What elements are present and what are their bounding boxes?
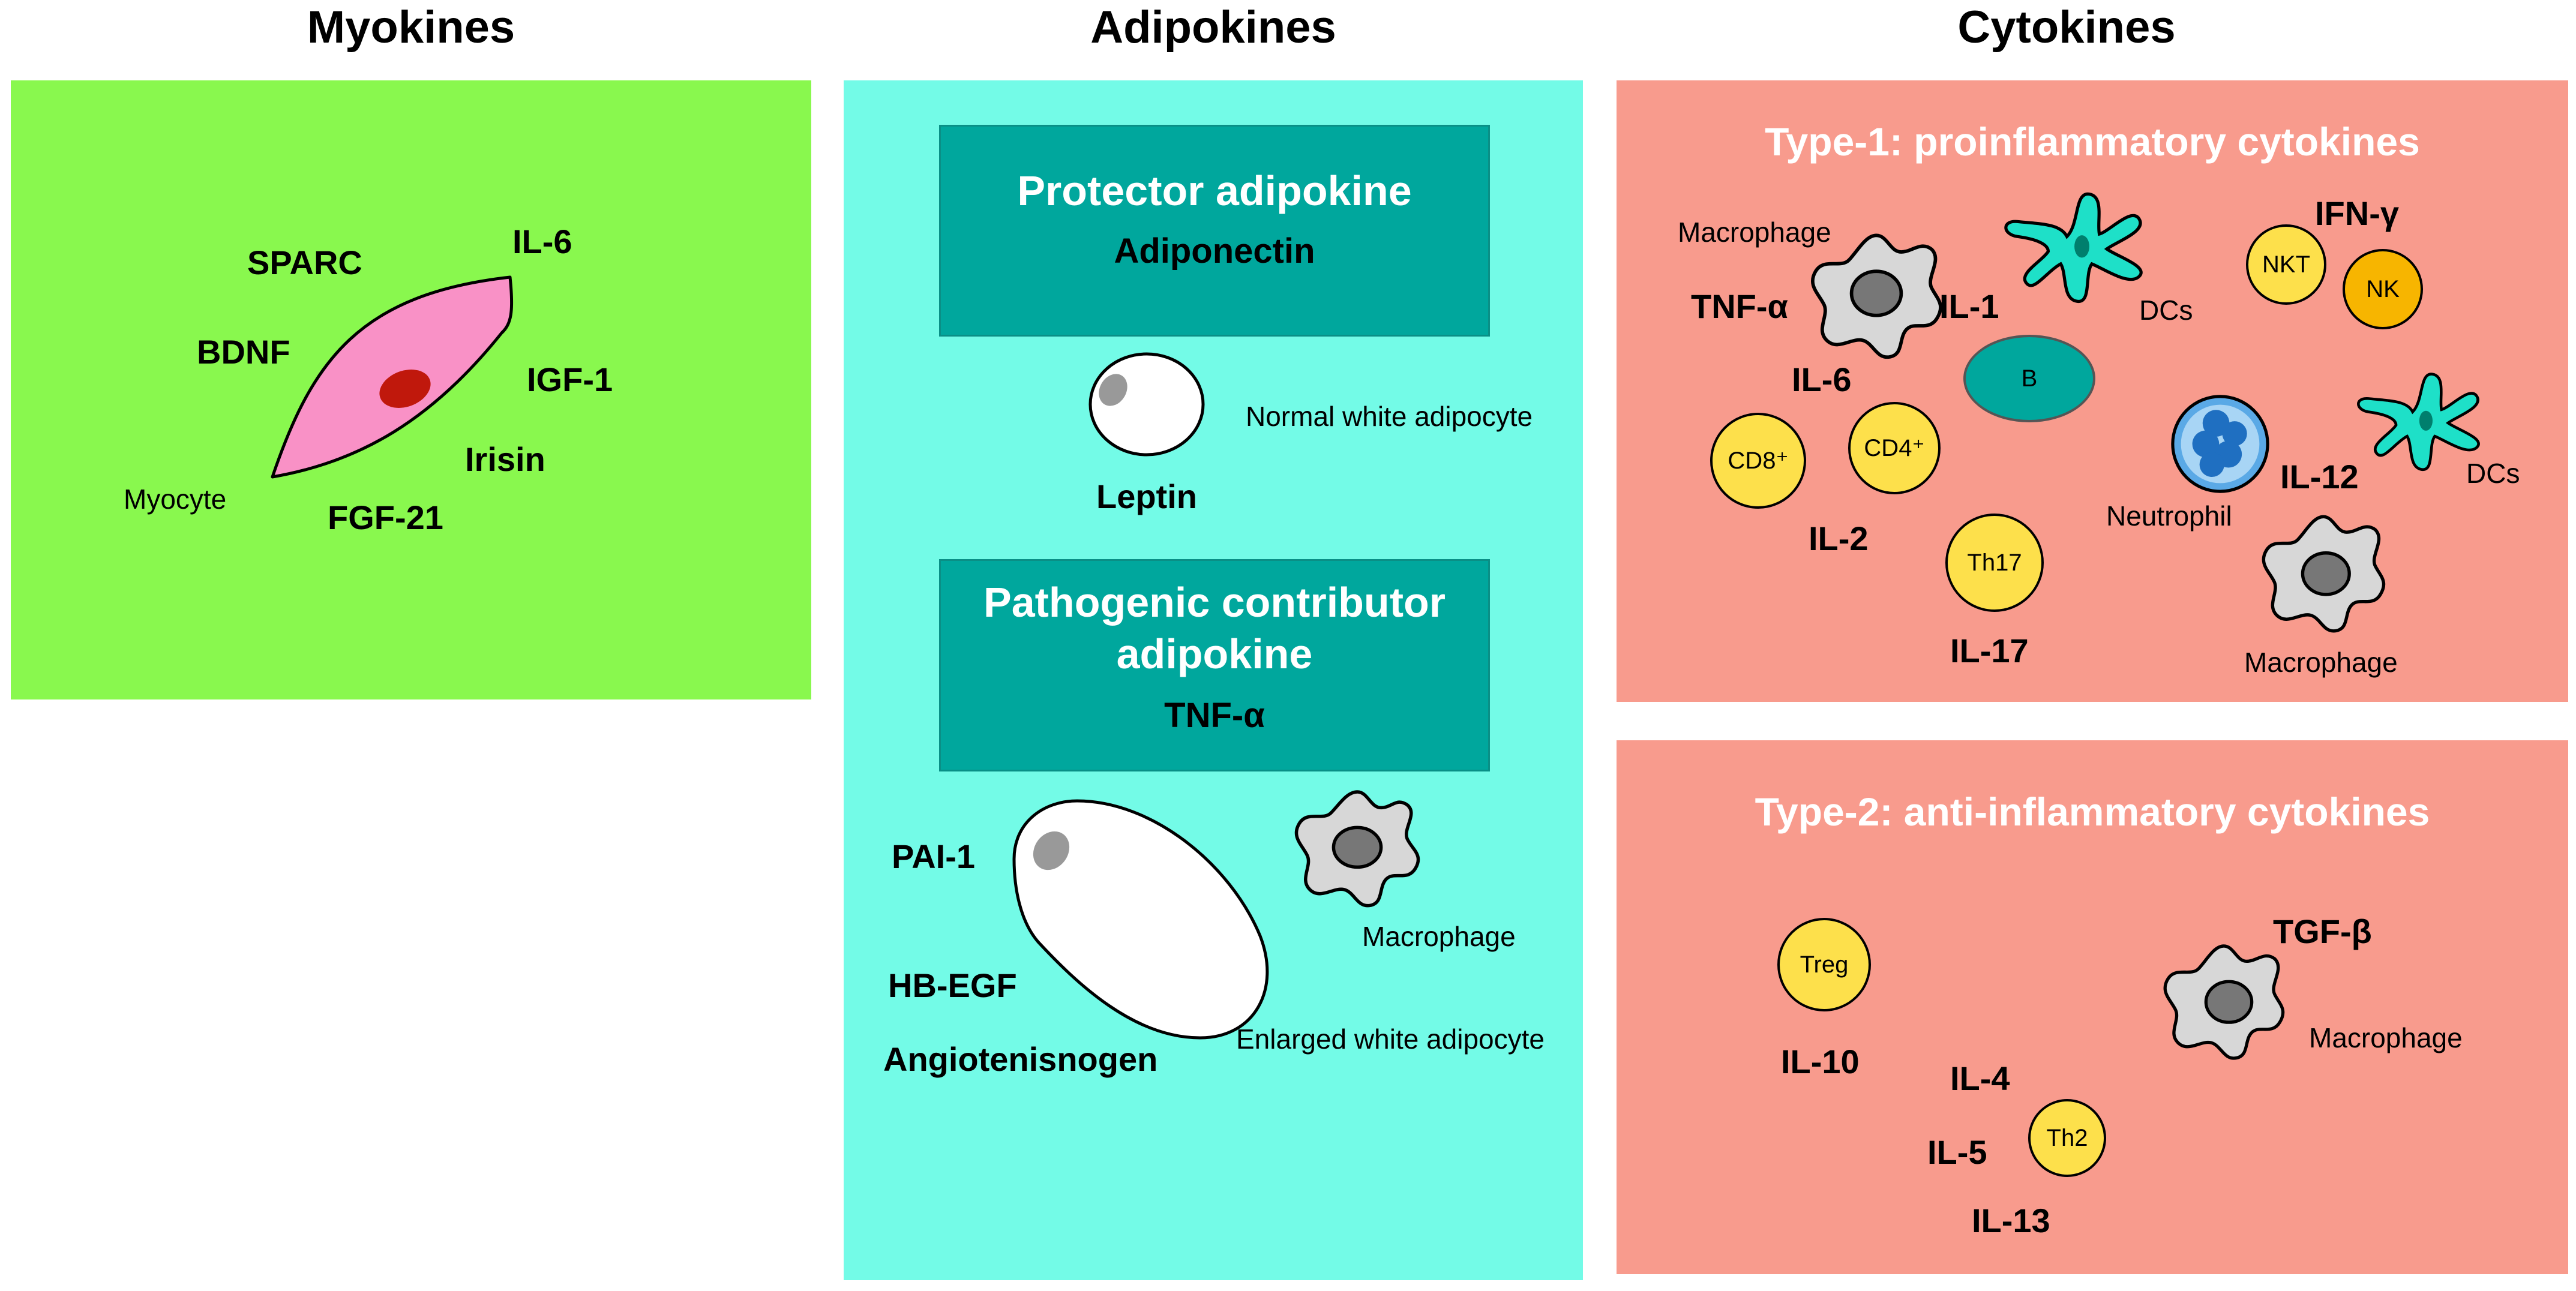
- type2-macrophage-label: Macrophage: [2309, 1022, 2463, 1053]
- b-cell: B: [1963, 335, 2095, 422]
- ifng: IFN-γ: [2315, 194, 2399, 232]
- dc-bottom-icon: [2357, 373, 2480, 471]
- dcs-1-label: DCs: [2139, 295, 2193, 326]
- myokine-il6: IL-6: [512, 223, 572, 260]
- leptin: Leptin: [1096, 478, 1197, 515]
- hbegf: HB-EGF: [888, 966, 1017, 1004]
- enlarged-adipocyte-label: Enlarged white adipocyte: [1236, 1023, 1545, 1055]
- cd4-cell: CD4⁺: [1848, 402, 1941, 494]
- myokine-sparc: SPARC: [247, 244, 362, 281]
- macrophage-top-icon: [1811, 233, 1942, 359]
- heading-myokines: Myokines: [307, 2, 515, 53]
- tgfb: TGF-β: [2273, 912, 2372, 950]
- dcs-2-label: DCs: [2466, 458, 2520, 489]
- protector-adipokine-box: Protector adipokine Adiponectin: [939, 125, 1490, 337]
- neutrophil-icon: [2171, 395, 2269, 493]
- dc-top-icon: [2004, 193, 2143, 303]
- macrophage-icon: [1294, 790, 1420, 908]
- macrophage-bottom-label: Macrophage: [2244, 647, 2398, 678]
- pai1: PAI-1: [892, 837, 975, 875]
- type1-title: Type-1: proinflammatory cytokines: [1765, 119, 2420, 164]
- type2-il5: IL-5: [1927, 1133, 1987, 1171]
- adipose-macrophage-label: Macrophage: [1362, 921, 1516, 952]
- nk-cell: NK: [2343, 249, 2423, 329]
- myokine-fgf21: FGF-21: [328, 499, 443, 536]
- heading-adipokines: Adipokines: [1090, 2, 1336, 53]
- myokine-irisin: Irisin: [465, 440, 545, 478]
- adipokine-tnfa: TNF-α: [1164, 696, 1265, 735]
- normal-adipocyte-label: Normal white adipocyte: [1246, 401, 1533, 432]
- nkt-cell: NKT: [2246, 224, 2326, 305]
- type1-il1: IL-1: [1939, 287, 1999, 325]
- pathogenic-adipokine-box: Pathogenic contributor adipokine TNF-α: [939, 559, 1490, 771]
- type2-il13: IL-13: [1972, 1202, 2050, 1239]
- treg-cell: Treg: [1777, 918, 1871, 1011]
- type1-il17: IL-17: [1950, 632, 2029, 669]
- th17-cell: Th17: [1945, 514, 2044, 612]
- type2-panel: [1617, 740, 2568, 1274]
- myocyte-icon: [271, 275, 514, 479]
- macrophage-bottom-icon: [2262, 515, 2386, 633]
- myokine-igf1: IGF-1: [527, 361, 613, 398]
- myokine-bdnf: BDNF: [197, 333, 290, 371]
- heading-cytokines: Cytokines: [1957, 2, 2176, 53]
- adiponectin: Adiponectin: [1114, 232, 1315, 271]
- type1-tnfa: TNF-α: [1691, 287, 1788, 325]
- type1-il2: IL-2: [1809, 520, 1869, 557]
- macrophage-top-label: Macrophage: [1678, 217, 1831, 248]
- pathogenic-title-1: Pathogenic contributor: [983, 579, 1446, 626]
- protector-title: Protector adipokine: [1017, 167, 1412, 214]
- cd8-cell: CD8⁺: [1710, 413, 1806, 509]
- type1-il12: IL-12: [2280, 458, 2359, 496]
- type2-macrophage-icon: [2163, 944, 2285, 1060]
- type2-title: Type-2: anti-inflammatory cytokines: [1755, 789, 2430, 834]
- pathogenic-title-2: adipokine: [1116, 631, 1313, 677]
- angiotensinogen: Angiotenisnogen: [883, 1040, 1158, 1078]
- neutrophil-label: Neutrophil: [2106, 500, 2232, 532]
- type1-il6: IL-6: [1792, 361, 1852, 398]
- type2-il4: IL-4: [1950, 1059, 2010, 1097]
- th2-cell: Th2: [2028, 1099, 2106, 1177]
- type2-il10: IL-10: [1781, 1043, 1860, 1080]
- myocyte-label: Myocyte: [124, 484, 227, 515]
